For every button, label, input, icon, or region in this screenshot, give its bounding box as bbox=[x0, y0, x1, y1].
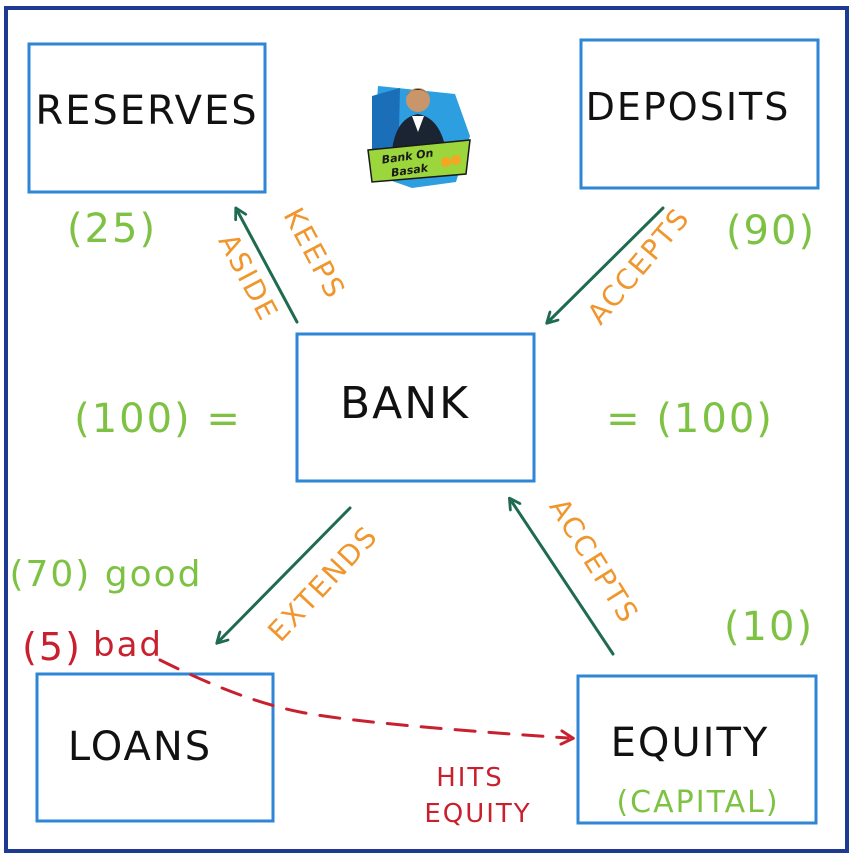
bank-on-basak-logo: Bank On Basak bbox=[367, 86, 471, 188]
extends-label: EXTENDS bbox=[261, 519, 384, 648]
accepts-equity-label: ACCEPTS bbox=[543, 492, 646, 629]
arrow-equity-to-bank bbox=[512, 502, 615, 656]
loans-bad-word: bad bbox=[93, 625, 163, 665]
reserves-value: (25) bbox=[67, 206, 157, 252]
logo-text-line2: Basak bbox=[390, 161, 429, 179]
outer-frame bbox=[4, 6, 849, 853]
logo-coin-icon bbox=[441, 157, 451, 167]
deposits-value: (90) bbox=[726, 208, 816, 254]
arrow-deposits-to-bank bbox=[550, 206, 665, 320]
loans-good-value: (70) good bbox=[9, 554, 202, 595]
logo-person-suit bbox=[392, 114, 446, 150]
reserves-box bbox=[27, 42, 267, 194]
arrow-bad-loans-to-equity bbox=[158, 658, 568, 738]
hits-equity-label: EQUITY bbox=[424, 799, 531, 829]
hits-label: HITS bbox=[436, 763, 504, 793]
deposits-label: DEPOSITS bbox=[586, 85, 791, 129]
logo-person-head bbox=[406, 88, 430, 112]
logo-banner bbox=[367, 139, 471, 183]
accepts-deposits-label: ACCEPTS bbox=[581, 201, 697, 330]
assets-total-value: (100) = bbox=[74, 396, 242, 442]
bank-label: BANK bbox=[340, 378, 470, 429]
reserves-label: RESERVES bbox=[35, 88, 258, 134]
arrow-bank-to-loans bbox=[220, 506, 352, 640]
equity-label: EQUITY bbox=[611, 720, 770, 766]
arrow-bank-to-reserves bbox=[238, 212, 299, 324]
deposits-box bbox=[579, 38, 820, 190]
keeps-label: KEEPS bbox=[277, 202, 352, 304]
loans-bad-number: (5) bbox=[22, 625, 82, 669]
loans-label: LOANS bbox=[68, 724, 212, 770]
logo-coin-icon-2 bbox=[451, 155, 461, 165]
equity-box bbox=[576, 674, 818, 825]
liabilities-total-value: = (100) bbox=[606, 396, 774, 442]
bank-box bbox=[295, 332, 536, 483]
equity-value: (10) bbox=[724, 604, 814, 650]
equity-sub-label: (CAPITAL) bbox=[616, 785, 779, 820]
loans-box bbox=[35, 672, 275, 823]
logo-person-hair bbox=[406, 89, 430, 96]
logo-person-shirt bbox=[412, 116, 424, 132]
